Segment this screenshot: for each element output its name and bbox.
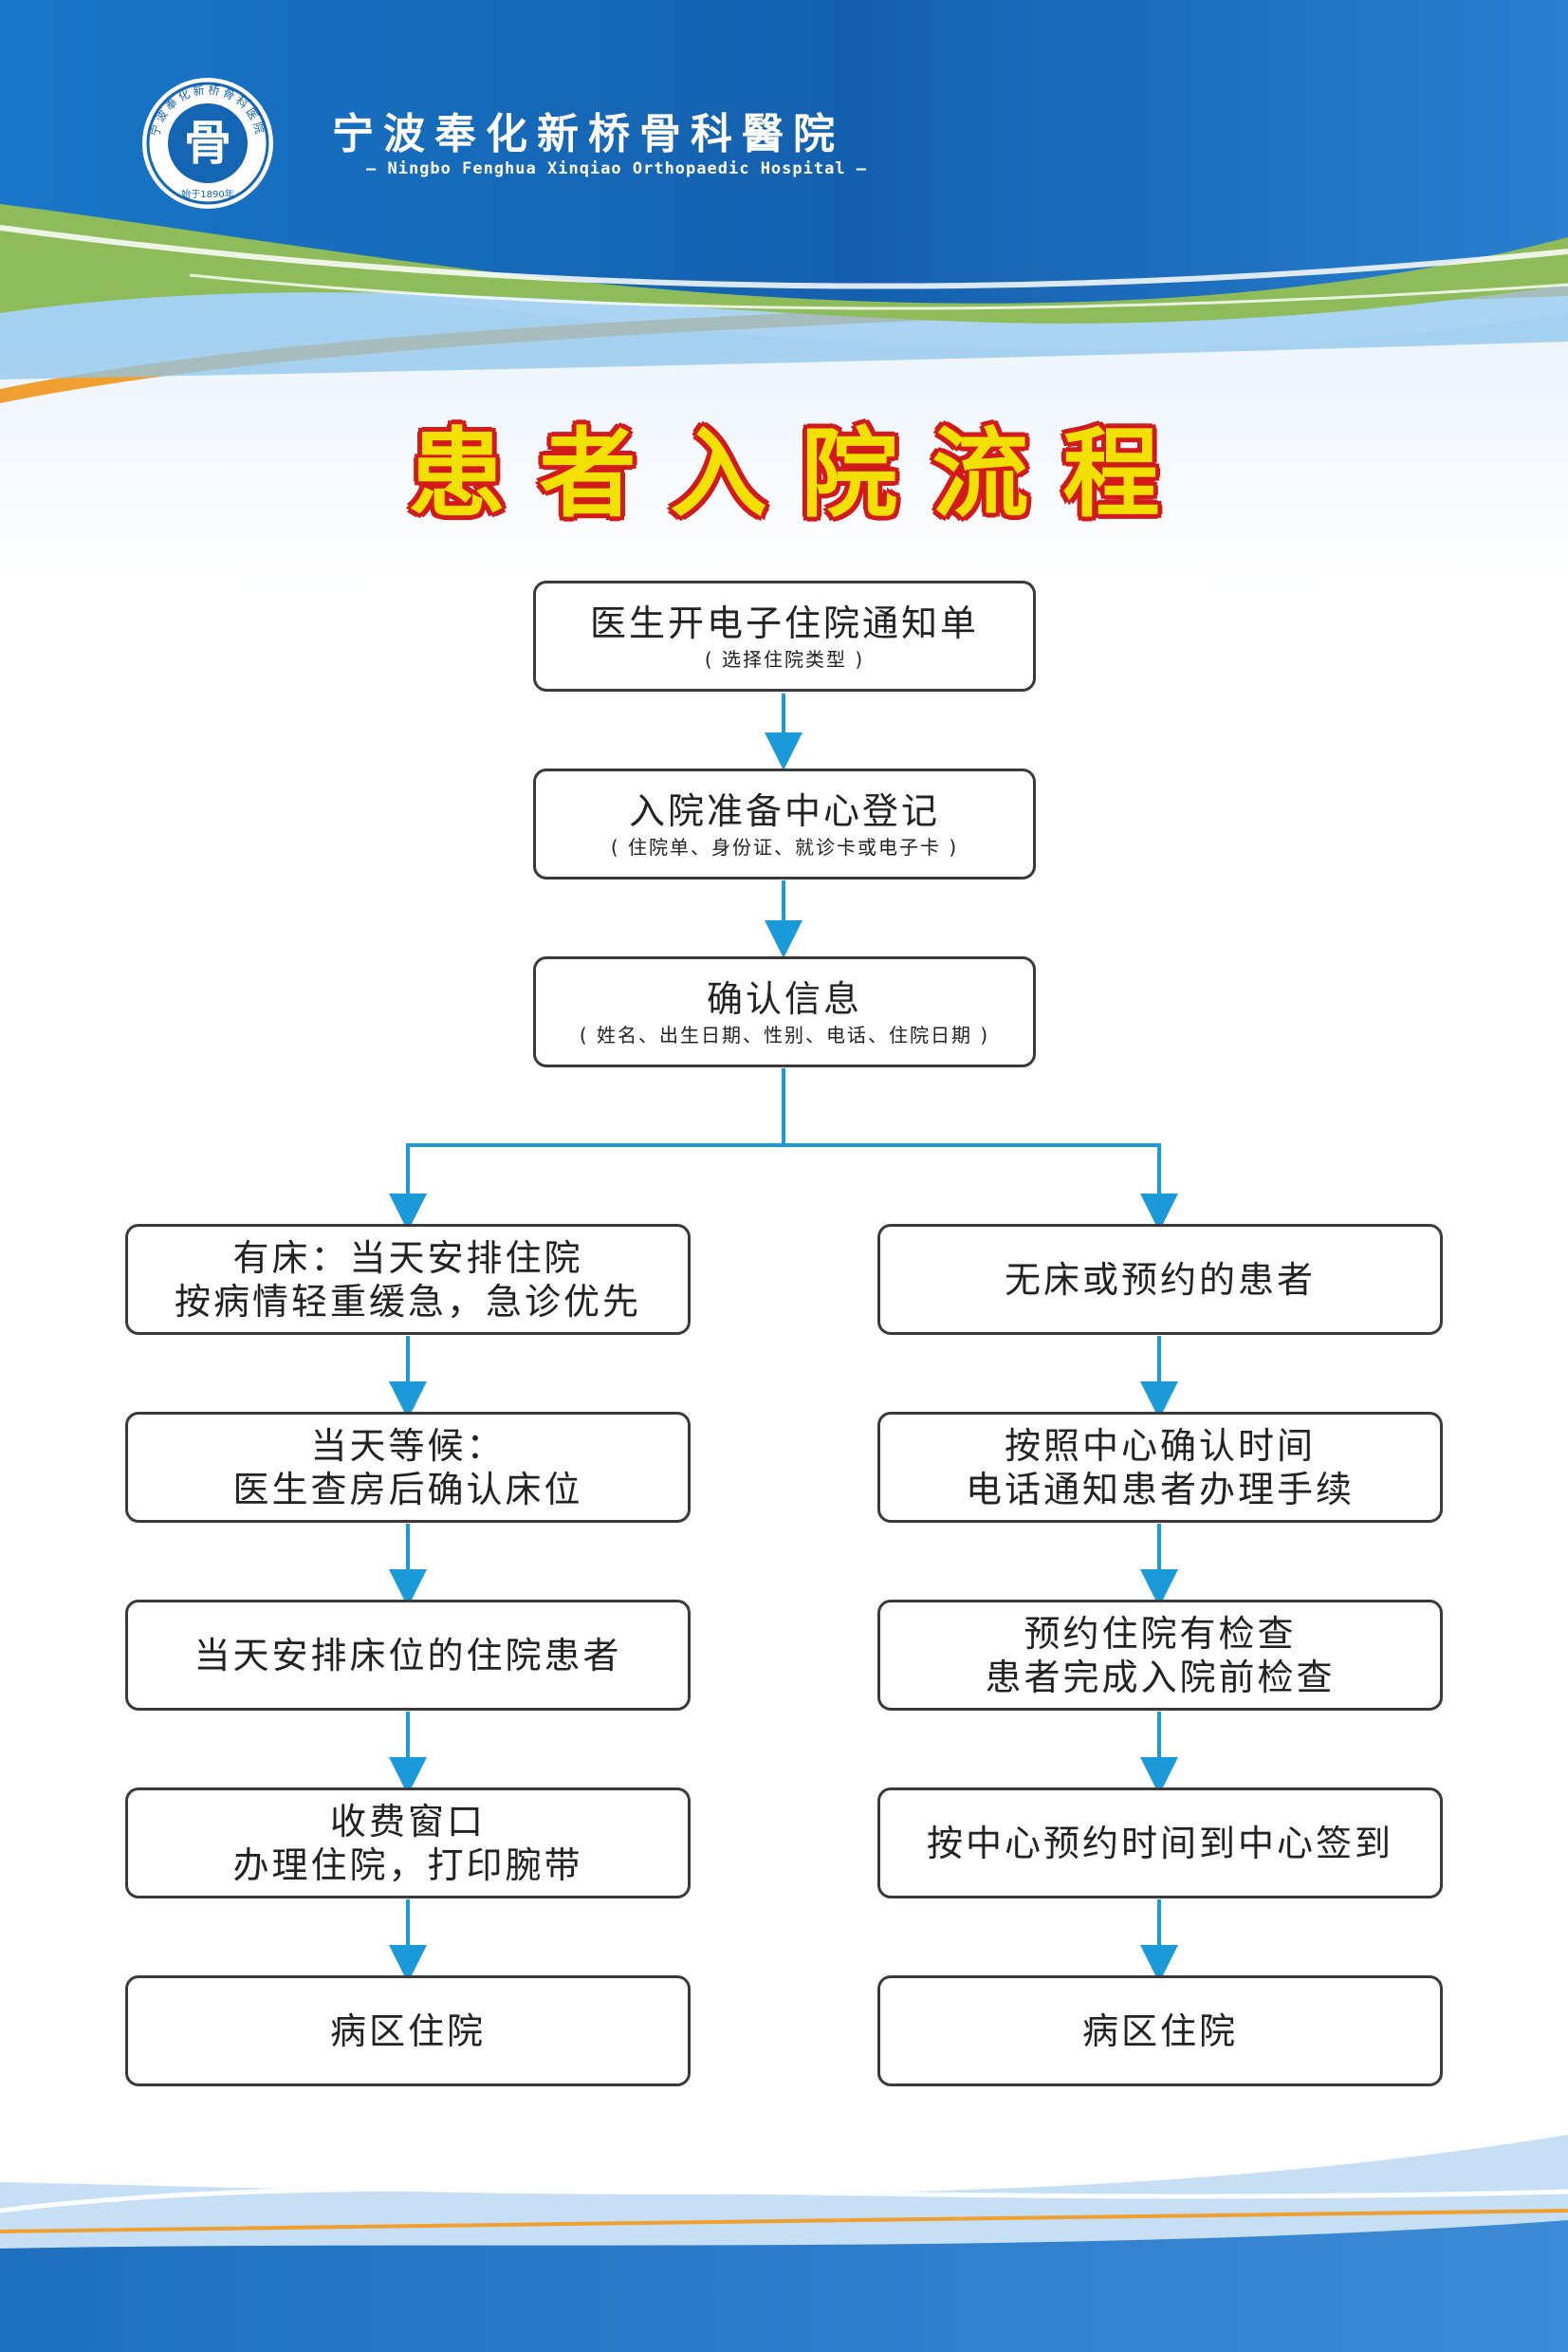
step-main-text: 病区住院	[1081, 2009, 1238, 2052]
footer-orange-line	[0, 2209, 1568, 2233]
poster-title: 患者入院流程	[408, 418, 1194, 531]
step-main-text: 医生开电子住院通知单	[589, 602, 979, 644]
step-main-text: 确认信息	[706, 977, 862, 1020]
flow-left-step-2: 当天等候： 医生查房后确认床位	[125, 1412, 691, 1523]
step-sub-text: ( 住院单、身份证、就诊卡或电子卡 )	[610, 835, 959, 859]
flow-left-step-1: 有床：当天安排住院 按病情轻重缓急，急诊优先	[125, 1224, 691, 1335]
flow-left-step-5: 病区住院	[125, 1975, 691, 2086]
step-main-text: 按照中心确认时间 电话通知患者办理手续	[965, 1424, 1355, 1510]
footer-blue	[0, 2220, 1568, 2352]
logo-founded-text: 始于1890年	[181, 188, 233, 200]
step-main-text: 按中心预约时间到中心签到	[926, 1822, 1393, 1864]
flow-right-step-1: 无床或预约的患者	[877, 1224, 1443, 1335]
flow-right-step-2: 按照中心确认时间 电话通知患者办理手续	[877, 1412, 1443, 1523]
step-main-text: 收费窗口 办理住院，打印腕带	[232, 1800, 583, 1886]
hospital-logo: 宁波奉化新桥骨科医院 骨 始于1890年	[140, 76, 275, 211]
step-main-text: 有床：当天安排住院 按病情轻重缓急，急诊优先	[174, 1236, 641, 1323]
header-lightblue-band	[0, 171, 1568, 380]
flow-step-electronic-notice: 医生开电子住院通知单 ( 选择住院类型 )	[533, 581, 1036, 692]
flow-step-confirm-info: 确认信息 ( 姓名、出生日期、性别、电话、住院日期 )	[533, 956, 1036, 1067]
flow-right-step-5: 病区住院	[877, 1975, 1443, 2086]
step-sub-text: ( 选择住院类型 )	[704, 647, 865, 671]
flow-step-registration: 入院准备中心登记 ( 住院单、身份证、就诊卡或电子卡 )	[533, 769, 1036, 880]
logo-center-char: 骨	[184, 115, 231, 171]
hospital-name: 宁波奉化新桥骨科醫院	[332, 110, 844, 158]
hospital-name-english: — Ningbo Fenghua Xinqiao Orthopaedic Hos…	[366, 159, 868, 178]
step-main-text: 当天安排床位的住院患者	[194, 1634, 622, 1676]
step-main-text: 病区住院	[329, 2009, 486, 2052]
branch-connector	[406, 1068, 785, 1205]
flow-right-step-3: 预约住院有检查 患者完成入院前检查	[877, 1600, 1443, 1711]
flow-right-step-4: 按中心预约时间到中心签到	[877, 1787, 1443, 1898]
step-main-text: 无床或预约的患者	[1004, 1258, 1316, 1301]
flow-left-step-4: 收费窗口 办理住院，打印腕带	[125, 1787, 691, 1898]
header-blue	[0, 0, 1568, 304]
step-main-text: 入院准备中心登记	[628, 789, 940, 832]
step-sub-text: ( 姓名、出生日期、性别、电话、住院日期 )	[579, 1023, 990, 1046]
flow-left-step-3: 当天安排床位的住院患者	[125, 1600, 691, 1711]
step-main-text: 预约住院有检查 患者完成入院前检查	[985, 1612, 1336, 1698]
step-main-text: 当天等候： 医生查房后确认床位	[232, 1424, 583, 1510]
